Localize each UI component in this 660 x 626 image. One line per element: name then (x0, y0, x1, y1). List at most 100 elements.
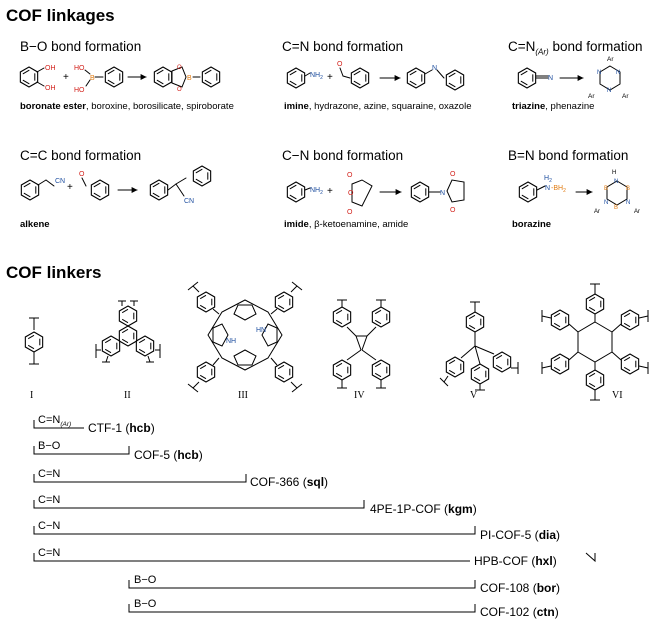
cof-name-4pe-1p-cof: 4PE-1P-COF (kgm) (370, 502, 477, 516)
linkages-section-title: COF linkages (6, 6, 115, 25)
atom-h2: H2 (544, 175, 552, 184)
linkage-title-bo: B−O bond formation (20, 39, 142, 54)
linker-iii-structure (187, 281, 303, 393)
atom-n-4: N (597, 70, 601, 76)
atom-b-2: B (187, 75, 192, 82)
atom-ar-4: Ar (594, 209, 600, 215)
scheme-alkene: CN + O CN (20, 165, 212, 205)
atom-nh2-1: NH2 (310, 72, 323, 81)
atom-ho-bottom: HO (74, 87, 85, 94)
atom-o-5: O (347, 172, 353, 179)
bond-label-ctf-1: C=N(Ar) (38, 414, 72, 429)
atom-b-3: B (604, 186, 608, 192)
linkage-caption-cn-ar: triazine, phenazine (512, 101, 595, 112)
bar-hpb-cof-end (585, 552, 596, 563)
bond-label-4pe-1p-cof: C=N (38, 494, 61, 506)
scheme-imine: NH2 + O N (286, 61, 465, 91)
linker-ii-structure (95, 300, 161, 363)
cof-name-pi-cof-5: PI-COF-5 (dia) (480, 528, 561, 542)
atom-n-9: N (604, 200, 608, 206)
bond-label-cof-108: B−O (134, 574, 157, 586)
bar-cof-5 (33, 446, 130, 455)
atom-n-5: N (607, 88, 611, 94)
atom-oh-bottom: OH (45, 85, 56, 92)
bond-label-pi-cof-5: C−N (38, 520, 61, 532)
linkage-title-cn-ar: C=N(Ar) bond formation (508, 39, 643, 57)
linker-vi-structure (541, 283, 649, 401)
atom-ar-1: Ar (607, 56, 614, 63)
cof-bar-diagram (33, 420, 596, 613)
atom-n-2: N (548, 75, 553, 82)
bar-cof-366 (33, 474, 247, 483)
linker-label-iii: III (238, 390, 248, 401)
linkers-section-title: COF linkers (6, 263, 102, 282)
plus-sign-2: + (327, 72, 333, 83)
linkage-caption-bo: boronate ester, boroxine, borosilicate, … (20, 101, 234, 112)
bar-cof-108 (128, 580, 476, 589)
bar-cof-102 (128, 604, 476, 613)
plus-sign-1: + (63, 72, 69, 83)
linker-iv-structure (332, 299, 391, 389)
linkage-title-bn: B=N bond formation (508, 148, 629, 163)
plus-sign-3: + (67, 182, 73, 193)
atom-o-1: O (177, 65, 182, 71)
atom-o-9: O (450, 207, 456, 214)
scheme-imide: NH2 + O O O N O O (286, 171, 465, 216)
bar-pi-cof-5 (33, 526, 476, 535)
scheme-borazine: H2 N -BH2 H N B B N N B Ar Ar (518, 170, 640, 215)
atom-cn-2: CN (184, 198, 194, 205)
atom-n-6: N (440, 190, 445, 197)
atom-o-2: O (177, 87, 182, 93)
linker-i-structure (24, 317, 44, 365)
linkage-title-cc: C=C bond formation (20, 148, 142, 163)
cof-name-cof-5: COF-5 (hcb) (134, 448, 203, 462)
atom-ar-5: Ar (634, 209, 640, 215)
atom-o-4: O (79, 171, 85, 178)
bond-label-cof-5: B−O (38, 440, 61, 452)
linker-label-iv: IV (354, 390, 365, 401)
cof-name-ctf-1: CTF-1 (hcb) (88, 421, 155, 435)
atom-hn-porphyrin: HN (256, 327, 266, 334)
atom-ar-2: Ar (588, 93, 595, 100)
linkage-title-cn-imine: C=N bond formation (282, 39, 404, 54)
linker-v-structure (439, 301, 519, 391)
linkage-caption-cn-imine: imine, hydrazone, azine, squaraine, oxaz… (284, 101, 472, 112)
linker-label-ii: II (124, 390, 131, 401)
atom-o-7: O (347, 209, 353, 216)
cof-name-hpb-cof: HPB-COF (hxl) (474, 554, 557, 568)
atom-nh-porphyrin: NH (226, 338, 236, 345)
atom-bh2: -BH2 (551, 185, 566, 194)
atom-o-8: O (450, 171, 456, 178)
atom-cn-1: CN (55, 178, 65, 185)
atom-n-8: N (614, 179, 618, 185)
bond-label-hpb-cof: C=N (38, 547, 61, 559)
bar-ctf-1 (33, 420, 84, 429)
atom-b-4: B (626, 186, 630, 192)
atom-h-1: H (612, 170, 616, 176)
linkage-title-c-n: C−N bond formation (282, 148, 404, 163)
bar-4pe-1p-cof (33, 500, 365, 509)
bond-label-cof-366: C=N (38, 468, 61, 480)
atom-ho-top: HO (74, 65, 85, 72)
atom-b-1: B (90, 75, 95, 82)
atom-o-3: O (337, 61, 343, 68)
atom-ar-3: Ar (622, 93, 629, 100)
atom-nh2-2: NH2 (310, 187, 323, 196)
scheme-triazine: N Ar Ar Ar N N N (517, 56, 629, 100)
atom-n-1: N (432, 65, 437, 72)
atom-b-5: B (614, 205, 618, 211)
linker-label-v: V (470, 390, 478, 401)
plus-sign-4: + (327, 186, 333, 197)
atom-n-3: N (616, 70, 620, 76)
linker-label-i: I (30, 390, 34, 401)
atom-n-7: N (545, 185, 550, 192)
scheme-boronate: OH OH + HO B HO O O B (19, 65, 221, 94)
linkage-caption-cc: alkene (20, 219, 50, 230)
bar-hpb-cof (33, 553, 470, 562)
cof-name-cof-102: COF-102 (ctn) (480, 605, 559, 619)
linkage-caption-bn: borazine (512, 219, 552, 230)
bond-label-cof-102: B−O (134, 598, 157, 610)
cof-name-cof-366: COF-366 (sql) (250, 475, 329, 489)
linkage-caption-c-n: imide, β-ketoenamine, amide (284, 219, 409, 230)
